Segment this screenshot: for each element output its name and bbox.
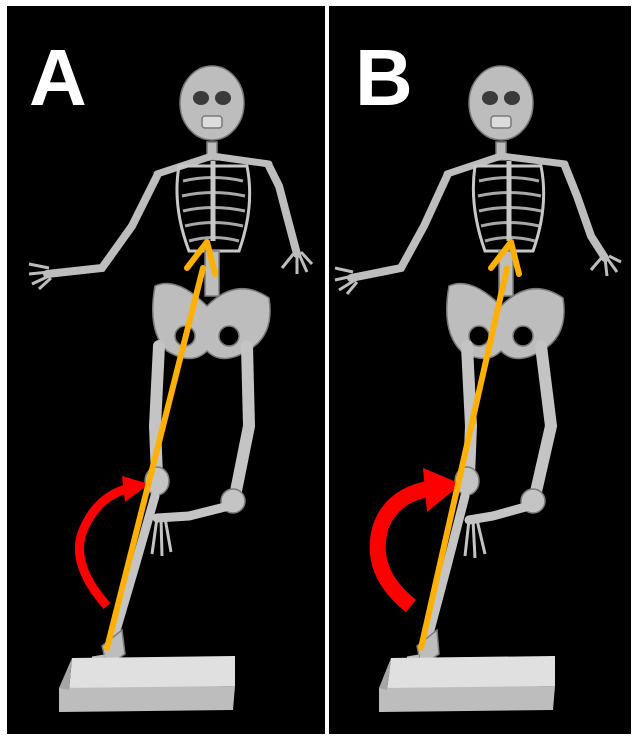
panel-label-a: A <box>29 38 87 118</box>
platform-a <box>59 656 235 712</box>
skull <box>180 66 244 140</box>
skull <box>469 66 533 140</box>
platform-b <box>379 656 555 712</box>
skeleton-a <box>29 66 312 670</box>
panel-b: B <box>329 6 631 734</box>
panel-label-b: B <box>355 38 413 118</box>
panel-a: A <box>7 6 325 734</box>
